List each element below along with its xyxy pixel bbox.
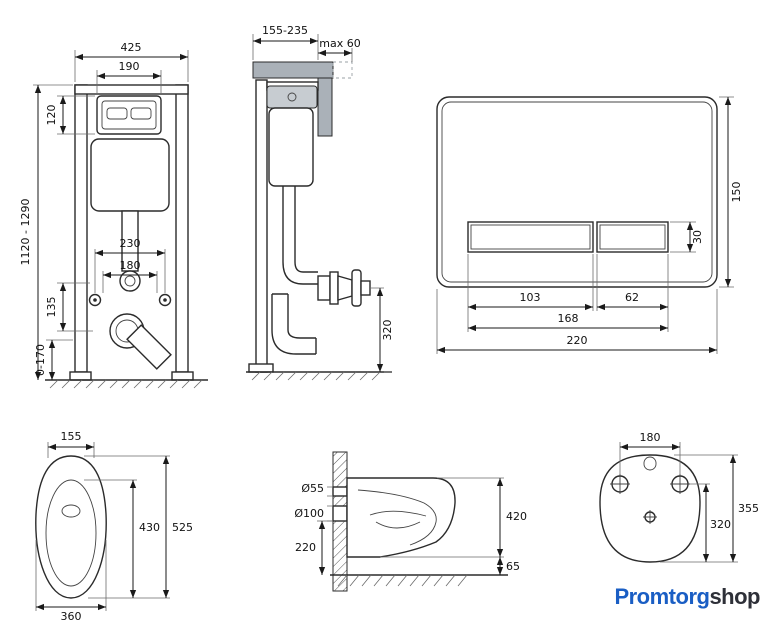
flush-plate-body <box>436 96 718 288</box>
flush-unit-side <box>266 85 318 109</box>
dim-bowl-front-width: 155 <box>61 430 82 443</box>
dim-hole-spacing: 180 <box>640 431 661 444</box>
frame-rail-side <box>255 79 268 373</box>
wall-strip <box>317 77 333 137</box>
dim-buttons-span: 168 <box>558 312 579 325</box>
dim-bowl-height: 420 <box>506 510 527 523</box>
ceiling-slab <box>252 61 334 79</box>
floor-hatch <box>49 379 203 389</box>
floor-hatch-bowl <box>337 574 468 587</box>
dim-outlet-diameter: Ø100 <box>294 507 324 520</box>
frame-left-foot <box>69 371 92 381</box>
floor-hatch-side <box>251 371 381 381</box>
flush-elbow <box>119 270 141 292</box>
bowl-top-view: 155 430 525 360 <box>35 430 193 623</box>
bowl-inner-line <box>357 489 437 546</box>
flush-plate-view: 150 30 103 62 168 220 <box>436 96 743 354</box>
foot-plate-side <box>248 363 274 373</box>
shop-logo-secondary: shop <box>709 584 760 609</box>
frame-side-view: 155-235 max 60 320 <box>246 24 394 381</box>
dim-panel-height: 120 <box>45 105 58 126</box>
inlet-pipe-section <box>332 486 348 497</box>
dim-bowl-length: 525 <box>172 521 193 534</box>
bowl-back-view: 180 320 355 <box>599 431 759 563</box>
dim-holes-to-bottom: 320 <box>710 518 731 531</box>
dim-outlet-height-side: 320 <box>381 320 394 341</box>
dim-bowl-inner-length: 430 <box>139 521 160 534</box>
shop-logo-primary: Promtorg <box>614 584 710 609</box>
shop-logo: Promtorgshop <box>614 584 760 610</box>
top-slot <box>643 456 657 471</box>
waste-elbow <box>271 294 316 355</box>
cistern-side <box>268 107 314 187</box>
frame-right-rail <box>175 84 189 373</box>
bowl-outline-top <box>35 455 107 599</box>
dim-bottom-gap: 65 <box>506 560 520 573</box>
flush-button-right <box>130 107 152 120</box>
dim-plate-width: 220 <box>567 334 588 347</box>
outlet-connector <box>317 275 331 301</box>
dim-depth-range: 155-235 <box>262 24 308 37</box>
bowl-profile <box>346 477 456 558</box>
dim-spacing-inner: 180 <box>120 259 141 272</box>
dim-button-small-width: 62 <box>625 291 639 304</box>
frame-right-foot <box>171 371 194 381</box>
bowl-outline-back <box>599 454 701 563</box>
dim-floor-adjust: 0-170 <box>34 344 47 376</box>
flush-button-left <box>106 107 128 120</box>
dim-inlet-diameter: Ø55 <box>301 482 324 495</box>
bowl-drain <box>61 504 81 518</box>
dim-outlet-height-bowl: 220 <box>295 541 316 554</box>
bowl-side-view: Ø55 Ø100 220 420 65 <box>294 451 527 592</box>
frame-top-bar <box>74 84 189 95</box>
dim-frame-height-range: 1120 - 1290 <box>19 199 32 266</box>
dim-plate-height: 150 <box>730 182 743 203</box>
dim-spacing-outer: 230 <box>120 237 141 250</box>
flush-plate-button-large <box>467 221 594 253</box>
cistern-front <box>90 138 170 212</box>
dim-outlet-offset: 135 <box>45 297 58 318</box>
dim-button-large-width: 103 <box>520 291 541 304</box>
bowl-rim <box>45 479 97 587</box>
waste-chute <box>126 324 172 370</box>
flush-plate-button-small <box>596 221 669 253</box>
dim-bowl-width: 360 <box>61 610 82 623</box>
dim-wall-max: max 60 <box>319 37 360 50</box>
dim-button-height: 30 <box>691 230 704 244</box>
dim-bowl-back-height: 355 <box>738 502 759 515</box>
outlet-flange <box>351 269 362 307</box>
dim-panel-width: 190 <box>119 60 140 73</box>
dim-frame-width: 425 <box>121 41 142 54</box>
frame-front-view: 425 190 120 1120 - 1290 0-170 230 180 13… <box>19 41 208 389</box>
flush-pipe-side <box>282 186 318 285</box>
flush-panel-opening <box>96 95 162 135</box>
frame-left-rail <box>74 84 88 373</box>
water-line <box>369 510 427 517</box>
outlet-pipe-section <box>332 505 348 522</box>
